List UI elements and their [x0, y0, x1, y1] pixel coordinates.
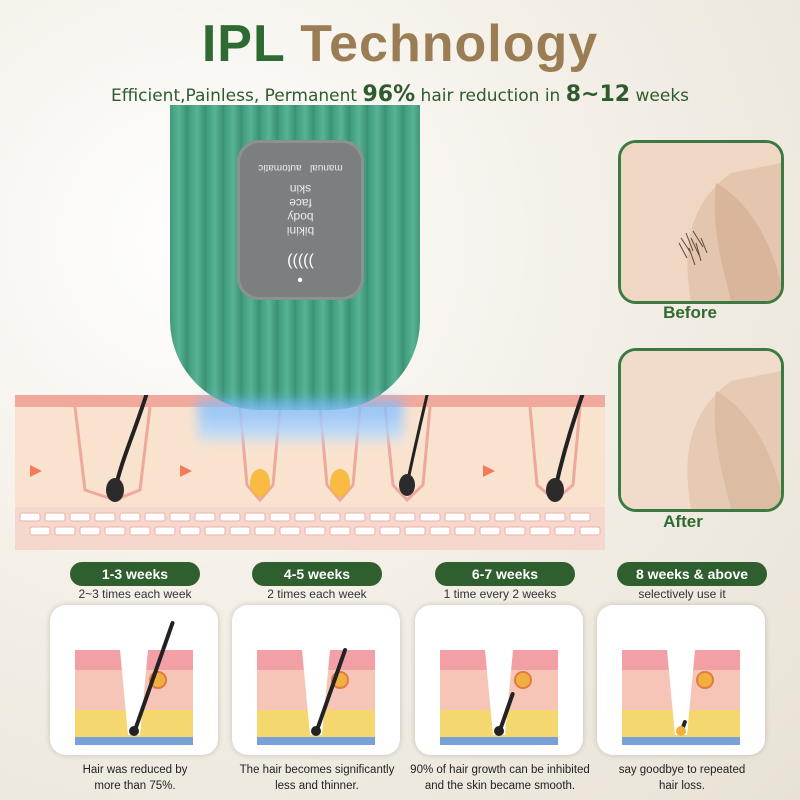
stage-frequency-2: 2 times each week	[267, 587, 367, 601]
after-photo	[618, 348, 784, 512]
subtitle-suffix: weeks	[630, 86, 690, 106]
area-face: face	[289, 196, 312, 210]
hair-strands	[106, 395, 585, 502]
ipl-light-flash	[198, 400, 403, 440]
stage-frequency-1: 2~3 times each week	[78, 587, 192, 601]
follicle-diagram	[440, 650, 558, 745]
follicle-diagram	[75, 621, 193, 745]
skin-cross-section	[15, 395, 605, 550]
power-dot-icon: •	[297, 272, 303, 289]
area-skin: skin	[289, 182, 312, 196]
mode-automatic: automatic	[258, 162, 302, 173]
stage-frequency-4: selectively use it	[638, 587, 726, 601]
subtitle: Efficient,Painless, Permanent 96% hair r…	[0, 82, 800, 107]
stage-diagram-card-1	[50, 605, 218, 755]
area-bikini: bikini	[286, 224, 315, 238]
title-ipl: IPL	[201, 15, 285, 73]
follicle-diagram	[622, 650, 740, 745]
level-indicator-icon: (((((	[287, 252, 314, 269]
follicle-diagram	[257, 648, 375, 745]
subtitle-percent: 96%	[362, 82, 416, 107]
before-label: Before	[663, 303, 717, 322]
armpit-after-image	[621, 351, 781, 509]
page-title: IPL Technology	[0, 14, 800, 74]
stage-diagram-card-3	[415, 605, 583, 755]
stage-label-2: 4-5 weeks	[252, 562, 382, 586]
subtitle-middle: hair reduction in	[415, 86, 566, 106]
stage-label-4: 8 weeks & above	[617, 562, 767, 586]
subtitle-prefix: Efficient,Painless, Permanent	[110, 86, 363, 106]
stage-diagram-card-2	[232, 605, 400, 755]
armpit-before-image	[621, 143, 781, 301]
stage-label-1: 1-3 weeks	[70, 562, 200, 586]
title-technology: Technology	[300, 15, 599, 73]
mode-manual: manual	[309, 162, 343, 173]
stage-diagram-card-4	[597, 605, 765, 755]
stage-label-3: 6-7 weeks	[435, 562, 575, 586]
after-label: After	[663, 512, 703, 531]
device-control-panel: manual automatic skin face body bikini (…	[237, 140, 364, 300]
before-photo	[618, 140, 784, 304]
subtitle-weeks: 8~12	[565, 82, 631, 107]
stage-frequency-3: 1 time every 2 weeks	[443, 587, 557, 601]
area-body: body	[287, 210, 314, 224]
